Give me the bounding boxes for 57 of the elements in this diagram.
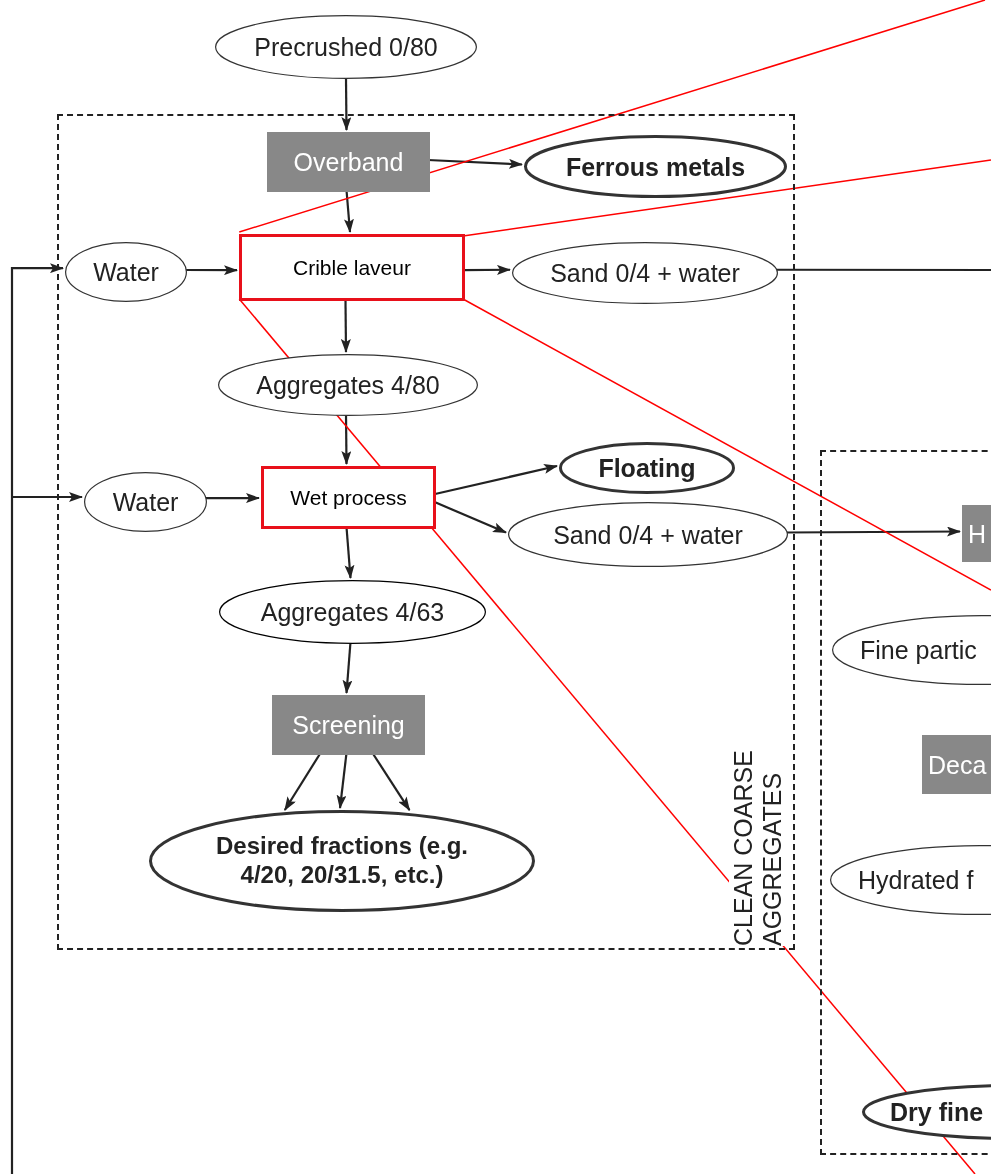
zoom-line	[238, 298, 976, 1174]
arrow	[341, 79, 352, 131]
arrow	[371, 752, 411, 811]
result-oval	[149, 810, 535, 912]
zoom-line	[462, 159, 991, 237]
zoom-line	[462, 298, 991, 591]
process-label: Screening	[292, 710, 405, 740]
node-label: Water	[93, 257, 159, 287]
node-label: Crible laveur	[293, 254, 411, 281]
arrow	[205, 493, 260, 504]
oval-node	[508, 502, 788, 567]
node-label: Aggregates 4/63	[260, 597, 445, 627]
arrow	[433, 500, 507, 534]
arrow	[433, 464, 558, 496]
arrow	[427, 158, 523, 169]
node-label: Fine partic	[860, 635, 977, 665]
arrow	[336, 752, 348, 809]
arrow	[341, 414, 352, 465]
node-label: Precrushed 0/80	[254, 32, 438, 62]
node-label: Hydrated f	[858, 865, 974, 895]
process-label: H	[968, 518, 987, 549]
result-oval	[524, 135, 787, 198]
process-label: Deca	[928, 749, 987, 780]
arrow	[463, 264, 511, 275]
dashed-group-box	[57, 114, 795, 950]
arrow	[340, 299, 351, 353]
oval-node	[84, 472, 207, 532]
arrow	[786, 526, 961, 537]
arrow	[344, 526, 355, 579]
process-box	[267, 132, 430, 192]
node-label: Ferrous metals	[565, 151, 746, 182]
connector-line	[776, 268, 991, 272]
oval-node	[65, 242, 187, 302]
arrow	[12, 492, 83, 502]
zoom-line	[238, 0, 986, 233]
node-label: Dry fine	[890, 1097, 984, 1127]
node-label: Sand 0/4 + water	[553, 519, 743, 550]
process-box	[272, 695, 425, 755]
oval-node	[218, 354, 478, 416]
node-label: Desired fractions (e.g. 4/20, 20/31.5, etc.)	[214, 832, 470, 890]
node-label: Floating	[598, 453, 696, 483]
oval-node	[219, 580, 486, 644]
node-label: Aggregates 4/80	[256, 370, 440, 400]
node-label: Water	[112, 487, 179, 517]
highlighted-box	[239, 234, 465, 301]
oval-node	[512, 242, 778, 304]
process-label: Overband	[293, 147, 404, 177]
result-oval	[559, 442, 735, 494]
highlighted-box	[261, 466, 436, 529]
arrow	[185, 265, 238, 276]
arrow	[343, 189, 354, 233]
arrow	[10, 263, 64, 1174]
oval-node	[215, 15, 477, 79]
node-label: Sand 0/4 + water	[550, 258, 740, 288]
node-label: Wet process	[290, 484, 407, 511]
arrow	[283, 752, 322, 811]
arrow	[342, 641, 353, 694]
